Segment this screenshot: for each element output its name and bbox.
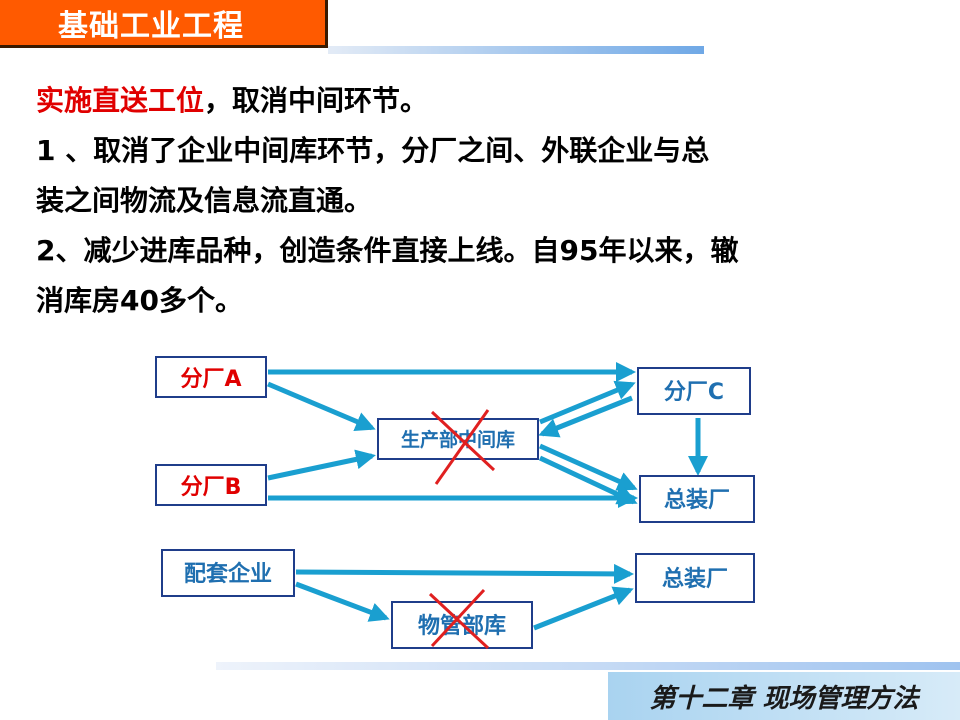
label-assembly-bottom: 总装厂 — [662, 566, 728, 592]
arrow-b-to-middle — [267, 449, 376, 481]
label-middle-store: 生产部中间库 — [401, 428, 515, 451]
arrow-c-to-middle — [538, 395, 633, 438]
node-branch-b — [155, 464, 267, 506]
label-material-store: 物管部库 — [418, 613, 506, 639]
node-assembly-top — [639, 475, 755, 523]
arrow-middle-to-assembly-1 — [538, 443, 638, 491]
arrow-middle-to-assembly-2 — [538, 455, 638, 505]
arrow-material-store-to-assembly — [533, 586, 634, 631]
label-assembly-top: 总装厂 — [664, 487, 730, 513]
title-underline — [328, 46, 704, 54]
arrow-a-to-middle — [267, 381, 376, 431]
heading-rest: ，取消中间环节。 — [204, 84, 429, 117]
node-branch-c — [637, 367, 751, 415]
arrow-middle-to-c — [539, 380, 636, 425]
point-2-line-1: 2、减少进库品种，创造条件直接上线。自95年以来，辙 — [36, 234, 739, 267]
point-1-line-1: 1 、取消了企业中间库环节，分厂之间、外联企业与总 — [36, 134, 710, 167]
label-branch-a: 分厂A — [180, 367, 241, 392]
point-2-line-2: 消库房40多个。 — [36, 284, 243, 317]
chapter-title: 第十二章 现场管理方法 — [649, 683, 919, 714]
heading-line: 实施直送工位，取消中间环节。 — [36, 76, 916, 126]
arrow-supplier-to-material-store — [295, 581, 390, 622]
title-banner: 基础工业工程 — [0, 0, 328, 48]
cross-out-middle-store-icon — [430, 409, 496, 485]
node-middle-store — [377, 418, 539, 460]
cross-out-material-store-icon — [428, 588, 490, 650]
point-1-line-2: 装之间物流及信息流直通。 — [36, 184, 373, 217]
footer-underline — [216, 662, 960, 670]
page-title: 基础工业工程 — [58, 8, 244, 44]
slide-body: 实施直送工位，取消中间环节。 1 、取消了企业中间库环节，分厂之间、外联企业与总… — [36, 76, 916, 326]
label-branch-c: 分厂C — [664, 380, 724, 405]
arrow-supplier-to-assembly — [295, 563, 634, 584]
node-assembly-bottom — [635, 553, 755, 603]
footer-banner: 第十二章 现场管理方法 — [608, 672, 960, 720]
node-supplier — [161, 549, 295, 597]
label-branch-b: 分厂B — [181, 475, 242, 500]
heading-highlight: 实施直送工位 — [36, 84, 205, 117]
label-supplier: 配套企业 — [184, 561, 272, 587]
node-branch-a — [155, 356, 267, 398]
